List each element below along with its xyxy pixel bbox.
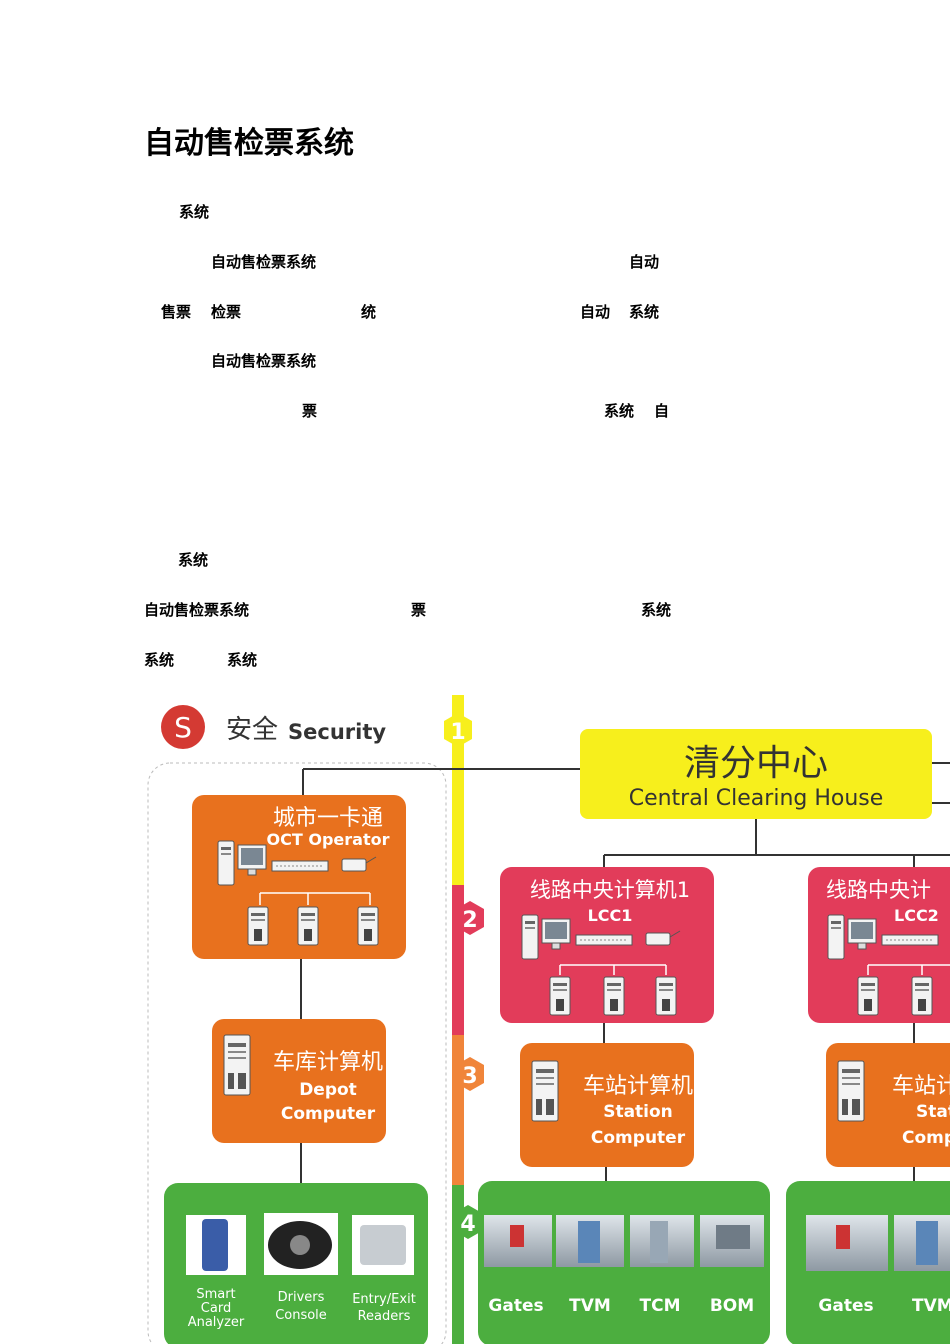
svg-text:线路中央计算机1: 线路中央计算机1 (530, 878, 690, 902)
device-label: Gates (818, 1296, 873, 1316)
svg-text:Depot: Depot (299, 1080, 357, 1100)
text-fragment: 系统 (629, 303, 660, 321)
svg-text:LCC2: LCC2 (894, 906, 939, 925)
level-marker-3: 3 (456, 1057, 484, 1091)
text-fragment: 自动 (629, 253, 660, 271)
svg-text:Computer: Computer (591, 1128, 686, 1148)
security-label-cn: 安全 (226, 715, 278, 745)
security-header: S 安全 Security (161, 705, 386, 749)
level-number: 4 (460, 1212, 475, 1237)
text-fragment: 系统 (179, 203, 210, 221)
station-computer-2-box: 车站计 Stat Comp (826, 1043, 950, 1167)
oct-operator-box: 城市一卡通 OCT Operator (192, 795, 406, 959)
level-number: 3 (462, 1064, 477, 1089)
svg-text:Stat: Stat (916, 1102, 950, 1122)
level-marker-1: 1 (444, 713, 472, 747)
level-number: 1 (450, 720, 465, 745)
device-label: Console (275, 1308, 327, 1323)
svg-text:城市一卡通: 城市一卡通 (273, 806, 383, 831)
device-label: Analyzer (188, 1315, 245, 1330)
text-fragment: 自动售检票系统 (144, 601, 250, 619)
svg-text:Comp: Comp (902, 1128, 950, 1148)
device-label: Readers (358, 1309, 411, 1324)
station-devices-2-box: Gates TVM (786, 1181, 950, 1344)
svg-text:S: S (174, 711, 192, 744)
svg-text:清分中心: 清分中心 (684, 743, 828, 784)
text-fragment: 系统 (641, 601, 672, 619)
svg-text:车站计: 车站计 (892, 1074, 950, 1099)
device-label: Gates (488, 1296, 543, 1316)
level-number: 2 (462, 908, 477, 933)
text-fragment: 自动售检票系统 (211, 253, 317, 271)
svg-text:OCT Operator: OCT Operator (267, 830, 390, 849)
svg-text:LCC1: LCC1 (588, 906, 633, 925)
device-label: TCM (640, 1296, 681, 1316)
text-fragment: 自 (654, 402, 670, 420)
device-label: TVM (912, 1296, 950, 1316)
depot-computer-box: 车库计算机 Depot Computer (212, 1019, 386, 1143)
station-devices-1-box: Gates TVM TCM BOM (478, 1181, 770, 1344)
afc-architecture-diagram: 1 2 3 4 S 安全 Security (147, 695, 950, 1344)
level-marker-2: 2 (456, 901, 484, 935)
device-label: Drivers (278, 1290, 325, 1305)
station-computer-1-box: 车站计算机 Station Computer (520, 1043, 694, 1167)
device-label: Card (201, 1301, 231, 1316)
text-fragment: 统 (361, 303, 377, 321)
svg-text:车库计算机: 车库计算机 (273, 1050, 383, 1075)
text-fragment: 检票 (211, 303, 242, 321)
text-fragment: 自动售检票系统 (211, 352, 317, 370)
text-fragment: 系统 (178, 551, 209, 569)
device-label: TVM (569, 1296, 611, 1316)
security-label-en: Security (288, 720, 386, 744)
lcc1-box: 线路中央计算机1 LCC1 (500, 867, 714, 1023)
device-label: Smart (196, 1287, 235, 1302)
security-devices-box: Smart Card Analyzer Drivers Console Entr… (164, 1183, 428, 1344)
svg-text:Station: Station (603, 1102, 673, 1122)
text-fragment: 自动 (580, 303, 611, 321)
svg-text:Computer: Computer (281, 1104, 376, 1124)
page-title: 自动售检票系统 (144, 126, 354, 161)
text-fragment: 系统 (144, 651, 175, 669)
level-marker-4: 4 (454, 1205, 482, 1239)
svg-text:车站计算机: 车站计算机 (583, 1074, 693, 1099)
lcc2-box: 线路中央计 LCC2 (808, 867, 950, 1023)
security-badge (161, 705, 205, 749)
security-dashed-frame (147, 762, 447, 1344)
text-fragment: 售票 (161, 303, 192, 321)
text-fragment: 系统 (604, 402, 635, 420)
text-fragment: 系统 (227, 651, 258, 669)
device-label: Entry/Exit (352, 1292, 416, 1307)
device-label: BOM (710, 1296, 754, 1316)
text-fragment: 票 (302, 402, 318, 420)
central-clearing-house-box: 清分中心 Central Clearing House (580, 729, 932, 819)
text-fragment: 票 (411, 601, 427, 619)
svg-text:线路中央计: 线路中央计 (826, 878, 931, 902)
svg-text:Central Clearing House: Central Clearing House (629, 786, 884, 811)
